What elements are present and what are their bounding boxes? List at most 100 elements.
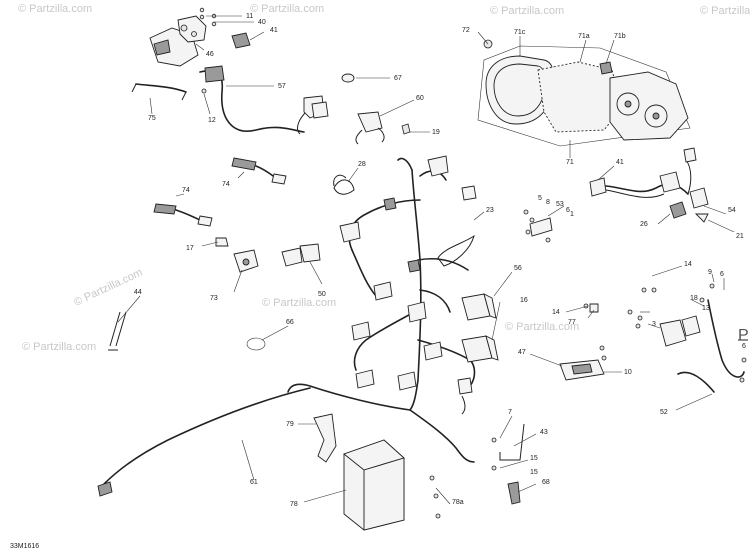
- part-label: 73: [210, 295, 218, 302]
- clip-19: [401, 123, 411, 135]
- part-label: 28: [358, 161, 366, 168]
- part-label: 11: [246, 13, 253, 20]
- main-wiring-harness: [287, 155, 477, 463]
- part-label: 7: [508, 409, 512, 416]
- watermark: © Partzilla.com: [505, 321, 579, 333]
- tie-23: [437, 234, 475, 267]
- part-label: 78a: [452, 499, 464, 506]
- part-label: 6: [742, 343, 746, 350]
- part-label: 40: [258, 19, 266, 26]
- screw-12: [201, 88, 207, 94]
- part-label: 41: [270, 27, 278, 34]
- watermark: © Partzilla.com: [700, 5, 750, 17]
- watermark: © Partzilla.com: [490, 5, 564, 17]
- hose-75: [131, 83, 187, 101]
- watermark: © Partzilla.com: [18, 3, 92, 15]
- part-label: 67: [394, 75, 402, 82]
- cap-21: [694, 213, 709, 223]
- cable-61: [97, 387, 311, 497]
- relay-56: [461, 293, 497, 321]
- sensor-50: [281, 243, 321, 267]
- part-label: 6: [720, 271, 724, 278]
- part-label: 17: [186, 245, 194, 252]
- part-label: 53: [556, 201, 564, 208]
- box-78: [343, 439, 441, 531]
- part-label: 77: [568, 319, 576, 326]
- module-47: [559, 345, 607, 381]
- cable-57: [199, 65, 329, 135]
- part-label: 75: [148, 115, 156, 122]
- part-label: 71b: [614, 33, 626, 40]
- part-label: 43: [540, 429, 548, 436]
- part-label: 23: [486, 207, 494, 214]
- part-label: 56: [514, 265, 522, 272]
- watermark: © Partzilla.com: [72, 267, 144, 309]
- part-label: 5: [538, 195, 542, 202]
- part-label: 61: [250, 479, 258, 486]
- instrument-cluster: [477, 39, 691, 147]
- hardware-77: [583, 303, 599, 313]
- switch-housing: [149, 7, 251, 67]
- watermark: © Partzilla.com: [262, 297, 336, 309]
- hardware-43: [491, 423, 525, 471]
- part-label: 41: [616, 159, 624, 166]
- part-label: 60: [416, 95, 424, 102]
- cable-52: [677, 299, 748, 393]
- watermark-group: © Partzilla.com © Partzilla.com © Partzi…: [18, 3, 750, 353]
- part-label: 14: [684, 261, 692, 268]
- diagram-reference-code: 33M1616: [10, 543, 39, 550]
- part-labels: 11 40 41 46 72 71c 71a 71b 67 57 75 12 6…: [134, 13, 749, 508]
- sensor-73: [233, 249, 259, 273]
- part-label: 16: [520, 297, 528, 304]
- part-label: 66: [286, 319, 294, 326]
- clip-26: [669, 201, 687, 219]
- relay-16: [461, 335, 499, 363]
- part-label: 14: [552, 309, 560, 316]
- part-44: [108, 311, 127, 351]
- part-label: 57: [278, 83, 286, 90]
- part-label: 9: [708, 269, 712, 276]
- part-label: 21: [736, 233, 744, 240]
- part-label: 50: [318, 291, 326, 298]
- sensor-74-upper: [231, 157, 287, 185]
- leader-lines: [117, 15, 735, 505]
- watermark: © Partzilla.com: [250, 3, 324, 15]
- part-label: 1: [570, 211, 574, 218]
- cable-41-right: [589, 147, 709, 209]
- part-label: 8: [546, 199, 550, 206]
- sensor-74-lower: [153, 203, 213, 227]
- part-label: 68: [542, 479, 550, 486]
- cap-67: [341, 73, 355, 83]
- part-label: 26: [640, 221, 648, 228]
- part-label: 10: [624, 369, 632, 376]
- part-label: 13: [702, 305, 710, 312]
- part-label: 72: [462, 27, 470, 34]
- part-label: 15: [530, 455, 538, 462]
- part-label: 79: [286, 421, 294, 428]
- part-label: 54: [728, 207, 736, 214]
- part-label: 71c: [514, 29, 526, 36]
- part-label: 44: [134, 289, 142, 296]
- connector-60: [355, 111, 385, 145]
- part-label: 3: [652, 321, 656, 328]
- bracket-79: [313, 413, 337, 463]
- part-label: 6: [566, 207, 570, 214]
- tie-28: [333, 179, 355, 195]
- part-label: 15: [530, 469, 538, 476]
- hardware-stack: [523, 209, 553, 243]
- part-label: 18: [690, 295, 698, 302]
- part-label: P: [738, 327, 749, 344]
- part-66: [246, 337, 266, 351]
- part-label: 12: [208, 117, 216, 124]
- watermark: © Partzilla.com: [22, 341, 96, 353]
- part-label: 71: [566, 159, 574, 166]
- part-label: 19: [432, 129, 440, 136]
- part-label: 46: [206, 51, 214, 58]
- part-label: 71a: [578, 33, 590, 40]
- part-17: [215, 237, 229, 247]
- part-label: 74: [222, 181, 230, 188]
- part-label: 78: [290, 501, 298, 508]
- part-label: 74: [182, 187, 190, 194]
